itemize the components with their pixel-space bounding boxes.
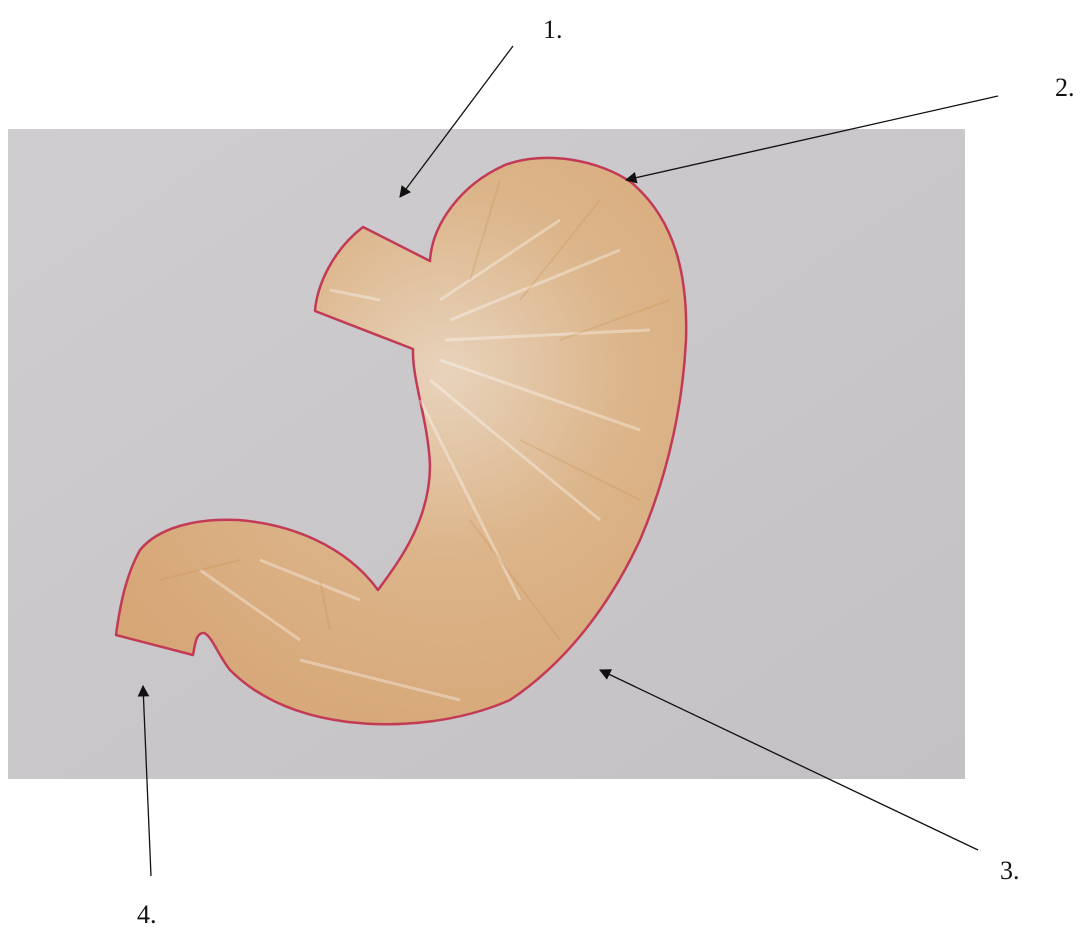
- callout-label-3: 3.: [1000, 858, 1020, 884]
- callout-label-1: 1.: [543, 17, 563, 43]
- callout-label-2: 2.: [1055, 75, 1075, 101]
- callout-label-4: 4.: [137, 902, 157, 928]
